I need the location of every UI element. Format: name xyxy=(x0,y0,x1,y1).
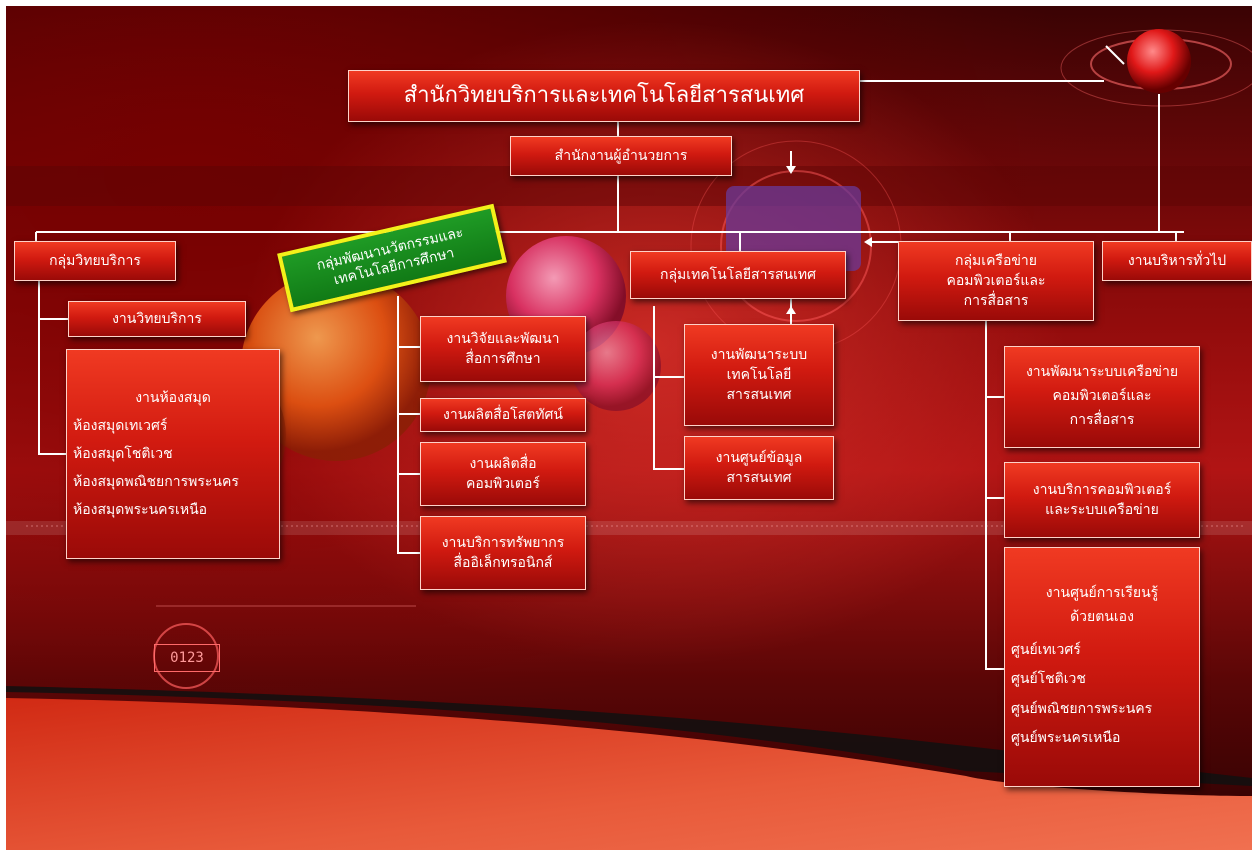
learning-center-label-line: ด้วยตนเอง xyxy=(1070,609,1134,626)
network-dev-unit-box: งานพัฒนาระบบเครือข่าย คอมพิวเตอร์และ การ… xyxy=(1004,346,1200,448)
org-connectors xyxy=(35,80,1184,670)
learning-center-item: ศูนย์พณิชยการพระนคร xyxy=(1011,700,1153,717)
unit-label-line: งานบริการทรัพยากร xyxy=(441,534,565,551)
media-research-unit-box: งานวิจัยและพัฒนา สื่อการศึกษา xyxy=(420,316,586,382)
director-office-box: สำนักงานผู้อำนวยการ xyxy=(510,136,732,176)
learning-center-item: ศูนย์เทเวศร์ xyxy=(1011,641,1081,658)
it-group-box: กลุ่มเทคโนโลยีสารสนเทศ xyxy=(630,251,846,299)
network-group-label-line: การสื่อสาร xyxy=(963,293,1029,310)
director-office-label: สำนักงานผู้อำนวยการ xyxy=(554,147,688,164)
learning-center-unit-box: งานศูนย์การเรียนรู้ ด้วยตนเอง ศูนย์เทเวศ… xyxy=(1004,547,1200,787)
academic-service-unit-box: งานวิทยบริการ xyxy=(68,301,246,337)
learning-center-item: ศูนย์พระนครเหนือ xyxy=(1011,729,1121,746)
learning-center-item: ศูนย์โชติเวช xyxy=(1011,671,1086,688)
hud-counter: 0123 xyxy=(154,644,220,672)
library-branch-item: ห้องสมุดเทเวศร์ xyxy=(73,418,168,434)
network-group-box: กลุ่มเครือข่าย คอมพิวเตอร์และ การสื่อสาร xyxy=(898,241,1094,321)
e-resources-unit-box: งานบริการทรัพยากร สื่ออิเล็กทรอนิกส์ xyxy=(420,516,586,590)
unit-label-line: งานวิจัยและพัฒนา xyxy=(446,330,560,347)
unit-label-line: งานบริการคอมพิวเตอร์ xyxy=(1032,481,1172,498)
institute-title: สำนักวิทยบริการและเทคโนโลยีสารสนเทศ xyxy=(403,83,805,109)
unit-label-line: และระบบเครือข่าย xyxy=(1045,502,1159,518)
background-decoration xyxy=(6,29,1252,689)
data-center-unit-box: งานศูนย์ข้อมูล สารสนเทศ xyxy=(684,436,834,500)
general-admin-box: งานบริหารทั่วไป xyxy=(1102,241,1252,281)
unit-label-line: คอมพิวเตอร์ xyxy=(466,476,540,492)
red-globe-decoration xyxy=(1127,29,1191,93)
unit-label-line: สารสนเทศ xyxy=(726,387,792,404)
unit-label-line: สารสนเทศ xyxy=(726,470,792,486)
library-unit-label: งานห้องสมุด xyxy=(135,390,211,406)
unit-label-line: การสื่อสาร xyxy=(1069,411,1135,428)
academic-service-unit-label: งานวิทยบริการ xyxy=(112,310,202,327)
unit-label-line: งานพัฒนาระบบเครือข่าย xyxy=(1025,364,1179,381)
network-group-label-line: คอมพิวเตอร์และ xyxy=(946,272,1046,289)
bottom-wave-decoration xyxy=(6,686,1252,850)
institute-title-box: สำนักวิทยบริการและเทคโนโลยีสารสนเทศ xyxy=(348,70,860,122)
hud-counter-text: 0123 xyxy=(170,650,204,666)
it-system-dev-unit-box: งานพัฒนาระบบ เทคโนโลยี สารสนเทศ xyxy=(684,324,834,426)
network-group-label-line: กลุ่มเครือข่าย xyxy=(955,252,1037,269)
library-branch-item: ห้องสมุดพณิชยการพระนคร xyxy=(73,474,239,490)
computer-service-unit-box: งานบริการคอมพิวเตอร์ และระบบเครือข่าย xyxy=(1004,462,1200,538)
computer-media-unit-box: งานผลิตสื่อ คอมพิวเตอร์ xyxy=(420,442,586,506)
library-branch-item: ห้องสมุดโชติเวช xyxy=(73,446,173,462)
unit-label-line: งานศูนย์ข้อมูล xyxy=(715,449,803,466)
learning-center-label-line: งานศูนย์การเรียนรู้ xyxy=(1045,584,1159,601)
library-unit-box: งานห้องสมุด ห้องสมุดเทเวศร์ ห้องสมุดโชติ… xyxy=(66,349,280,559)
it-group-label: กลุ่มเทคโนโลยีสารสนเทศ xyxy=(660,266,816,283)
unit-label-line: สื่อการศึกษา xyxy=(465,351,541,367)
unit-label-line: งานผลิตสื่อ xyxy=(469,455,537,472)
slide-canvas: 0123 xyxy=(6,6,1252,850)
audiovisual-unit-box: งานผลิตสื่อโสตทัศน์ xyxy=(420,398,586,432)
service-group-box: กลุ่มวิทยบริการ xyxy=(14,241,176,281)
unit-label-line: งานผลิตสื่อโสตทัศน์ xyxy=(443,406,563,423)
unit-label-line: สื่ออิเล็กทรอนิกส์ xyxy=(453,555,553,571)
unit-label-line: คอมพิวเตอร์และ xyxy=(1052,388,1152,405)
library-branch-item: ห้องสมุดพระนครเหนือ xyxy=(73,502,208,518)
service-group-label: กลุ่มวิทยบริการ xyxy=(49,252,141,269)
general-admin-label: งานบริหารทั่วไป xyxy=(1127,252,1227,269)
unit-label-line: เทคโนโลยี xyxy=(726,366,792,383)
screen-decoration xyxy=(726,186,861,271)
orange-orb-decoration xyxy=(241,271,431,461)
unit-label-line: งานพัฒนาระบบ xyxy=(710,346,808,363)
